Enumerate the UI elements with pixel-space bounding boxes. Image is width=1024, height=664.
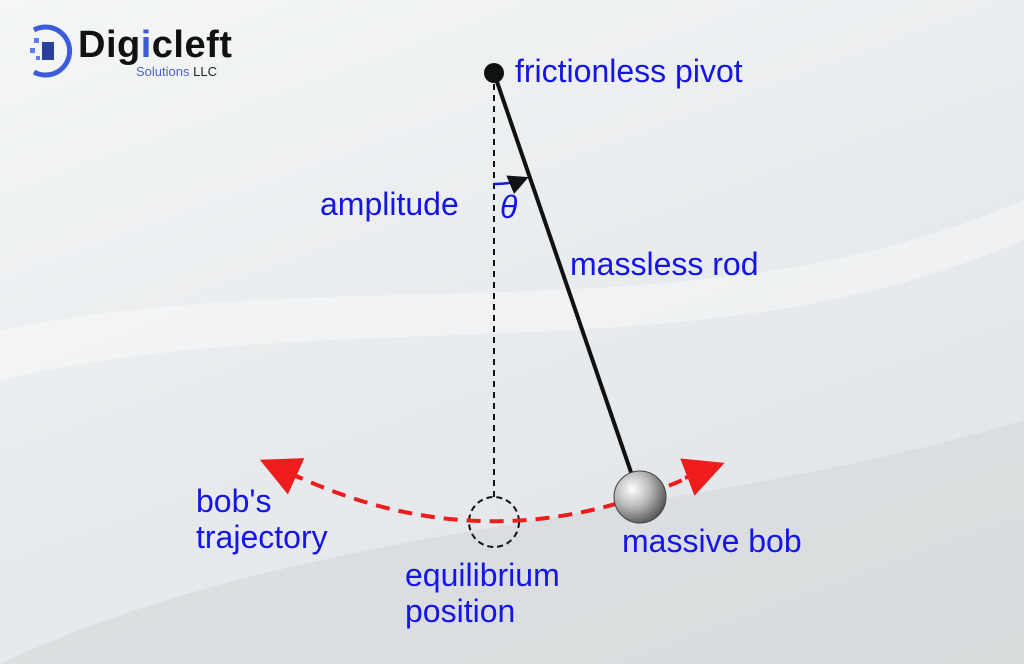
- label-trajectory-line2: trajectory: [196, 519, 328, 555]
- label-massless-rod: massless rod: [570, 246, 759, 282]
- label-frictionless-pivot: frictionless pivot: [515, 53, 743, 89]
- trajectory-arc: [289, 470, 701, 524]
- logo-name-start: Dig: [78, 24, 141, 66]
- logo-subtitle-text: Solutions: [136, 64, 190, 79]
- logo-name: Digicleft: [78, 24, 232, 67]
- logo-name-accent-letter: i: [140, 24, 152, 66]
- label-equilibrium-line1: equilibrium: [405, 557, 560, 593]
- pivot-point: [484, 63, 504, 83]
- logo-subtitle-suffix: LLC: [193, 64, 217, 79]
- label-massive-bob: massive bob: [622, 523, 802, 559]
- label-trajectory-line1: bob's: [196, 483, 272, 519]
- label-amplitude: amplitude: [320, 186, 459, 222]
- trajectory-arrow-left: [259, 458, 305, 495]
- label-theta: θ: [500, 189, 518, 225]
- massive-bob: [613, 470, 667, 524]
- background-swoosh: [0, 420, 1024, 664]
- trajectory-arrow-right: [680, 458, 725, 496]
- massless-rod: [492, 72, 635, 479]
- logo-name-end: cleft: [151, 24, 233, 66]
- amplitude-arc-arrow: [493, 175, 529, 194]
- logo-mark-icon: [30, 24, 73, 78]
- label-equilibrium-line2: position: [405, 593, 516, 629]
- background-highlight: [0, 200, 1024, 380]
- logo: Digicleft Solutions LLC: [24, 20, 244, 82]
- logo-subtitle: Solutions LLC: [136, 64, 217, 79]
